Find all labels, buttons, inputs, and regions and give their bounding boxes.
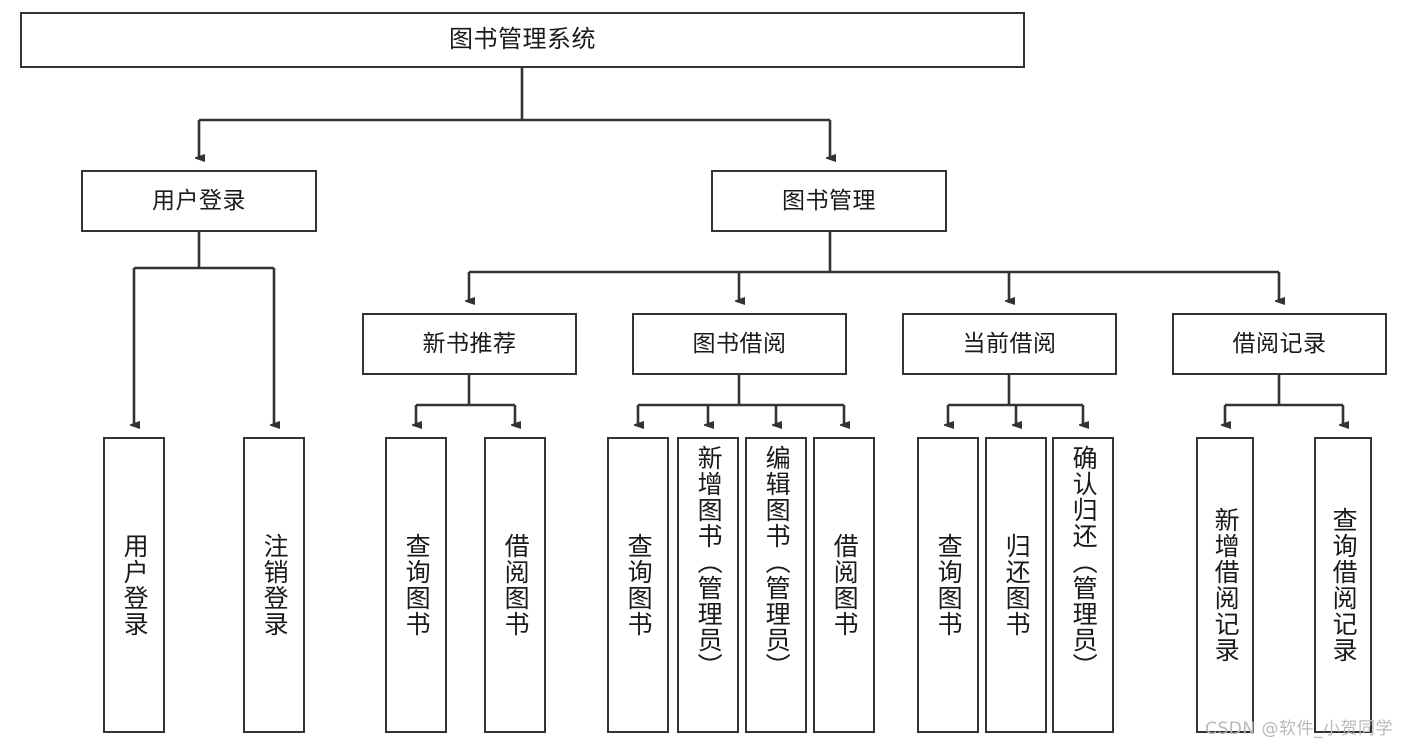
- node-leaf-return-book[interactable]: 归还图书: [985, 437, 1047, 733]
- node-leaf-confirm-return[interactable]: 确认归还（管理员）: [1052, 437, 1114, 733]
- node-user-login[interactable]: 用户登录: [81, 170, 317, 232]
- node-leaf-query-book-rec[interactable]: 查询图书: [385, 437, 447, 733]
- node-book-borrow-label: 图书借阅: [692, 330, 787, 357]
- node-leaf-add-record[interactable]: 新增借阅记录: [1196, 437, 1254, 733]
- node-book-manage-label: 图书管理: [782, 187, 876, 214]
- node-leaf-query-record[interactable]: 查询借阅记录: [1314, 437, 1372, 733]
- node-leaf-logout[interactable]: 注销登录: [243, 437, 305, 733]
- node-leaf-borrow-book[interactable]: 借阅图书: [813, 437, 875, 733]
- watermark: CSDN @软件_小贺同学: [1205, 719, 1393, 739]
- node-leaf-confirm-return-label: 确认归还（管理员）: [1069, 445, 1099, 679]
- node-leaf-logout-label: 注销登录: [260, 533, 290, 637]
- node-new-book-recommend-label: 新书推荐: [422, 330, 517, 357]
- node-leaf-add-record-label: 新增借阅记录: [1211, 507, 1241, 663]
- node-root-label: 图书管理系统: [449, 25, 596, 54]
- node-borrow-record[interactable]: 借阅记录: [1172, 313, 1387, 375]
- node-leaf-borrow-book-label: 借阅图书: [830, 533, 860, 637]
- node-leaf-add-book[interactable]: 新增图书（管理员）: [677, 437, 739, 733]
- node-leaf-query-record-label: 查询借阅记录: [1329, 507, 1359, 663]
- node-book-borrow[interactable]: 图书借阅: [632, 313, 847, 375]
- node-book-manage[interactable]: 图书管理: [711, 170, 947, 232]
- node-leaf-edit-book-label: 编辑图书（管理员）: [762, 445, 792, 679]
- node-borrow-record-label: 借阅记录: [1232, 330, 1327, 357]
- node-leaf-user-login-label: 用户登录: [120, 533, 150, 637]
- node-leaf-query-book-borrow[interactable]: 查询图书: [607, 437, 669, 733]
- node-leaf-query-book-cur[interactable]: 查询图书: [917, 437, 979, 733]
- node-current-borrow[interactable]: 当前借阅: [902, 313, 1117, 375]
- node-leaf-query-book-cur-label: 查询图书: [934, 533, 964, 637]
- node-leaf-edit-book[interactable]: 编辑图书（管理员）: [745, 437, 807, 733]
- node-leaf-user-login[interactable]: 用户登录: [103, 437, 165, 733]
- node-leaf-add-book-label: 新增图书（管理员）: [694, 445, 724, 679]
- node-leaf-query-book-rec-label: 查询图书: [402, 533, 432, 637]
- node-root[interactable]: 图书管理系统: [20, 12, 1025, 68]
- node-current-borrow-label: 当前借阅: [962, 330, 1057, 357]
- node-new-book-recommend[interactable]: 新书推荐: [362, 313, 577, 375]
- node-leaf-query-book-borrow-label: 查询图书: [624, 533, 654, 637]
- node-leaf-borrow-book-rec-label: 借阅图书: [501, 533, 531, 637]
- node-leaf-borrow-book-rec[interactable]: 借阅图书: [484, 437, 546, 733]
- node-user-login-label: 用户登录: [152, 187, 246, 214]
- node-leaf-return-book-label: 归还图书: [1002, 533, 1032, 637]
